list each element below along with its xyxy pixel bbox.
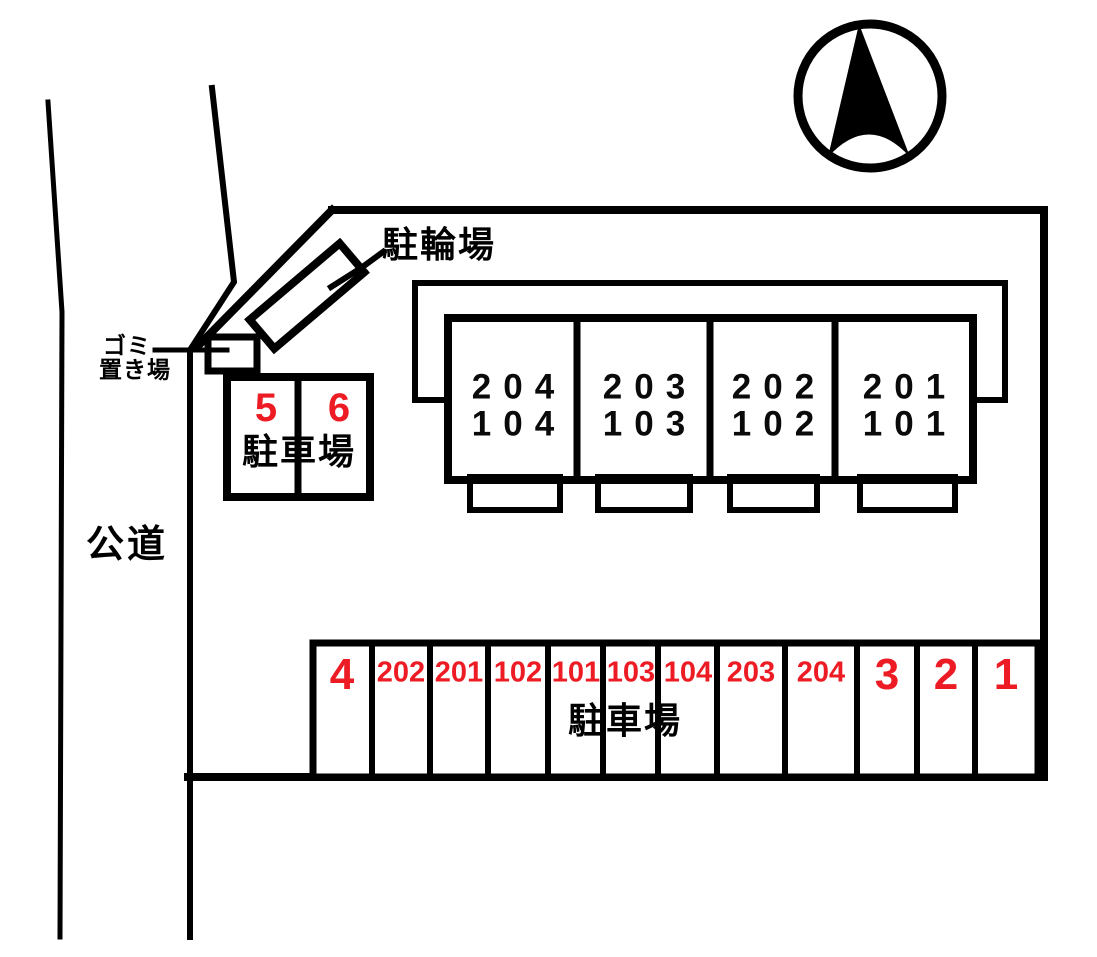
stall-number-101: 101 (551, 656, 601, 689)
bicycle-parking-label: 駐輪場 (381, 224, 497, 265)
stall-number-201: 201 (434, 656, 484, 689)
stall-number-1: 1 (993, 650, 1019, 699)
stall-number-5: 5 (254, 386, 278, 430)
unit-number-lower: 103 (602, 404, 698, 444)
north-arrow-icon (793, 19, 947, 173)
unit-number-upper: 204 (471, 367, 567, 407)
small-parking-label: 駐車場 (241, 431, 357, 472)
unit-number-upper: 203 (602, 367, 698, 407)
public-road-label: 公道 (85, 524, 169, 566)
garbage-box (204, 333, 261, 375)
bicycle-parking-leader-line (326, 247, 388, 292)
unit-number-lower: 104 (471, 404, 567, 444)
entrance-porch (857, 474, 958, 513)
road-west-edge-line (45, 99, 65, 940)
stall-number-102: 102 (493, 656, 543, 689)
road-east-edge-property-line (187, 84, 238, 940)
bicycle-parking-box (244, 237, 370, 355)
unit-number-lower: 101 (862, 404, 958, 444)
unit-number-lower: 102 (731, 404, 827, 444)
stall-number-202: 202 (376, 656, 426, 689)
parking-row-label: 駐車場 (567, 700, 683, 741)
stall-number-203: 203 (726, 656, 776, 689)
unit-number-upper: 201 (862, 367, 958, 407)
stall-number-103: 103 (606, 656, 656, 689)
entrance-porch (727, 474, 820, 513)
stall-number-204: 204 (796, 656, 846, 689)
stall-number-3: 3 (874, 650, 900, 699)
entrance-porch (595, 474, 693, 513)
garbage-label-line1: ゴミ (103, 332, 151, 359)
stall-number-4: 4 (329, 650, 355, 699)
garbage-label-line2: 置き場 (99, 356, 171, 383)
stall-number-2: 2 (933, 650, 959, 699)
entrance-porch (467, 474, 563, 513)
stall-number-104: 104 (663, 656, 713, 689)
stall-number-6: 6 (327, 386, 351, 430)
site-boundary-diagonal (191, 204, 338, 353)
unit-number-upper: 202 (731, 367, 827, 407)
